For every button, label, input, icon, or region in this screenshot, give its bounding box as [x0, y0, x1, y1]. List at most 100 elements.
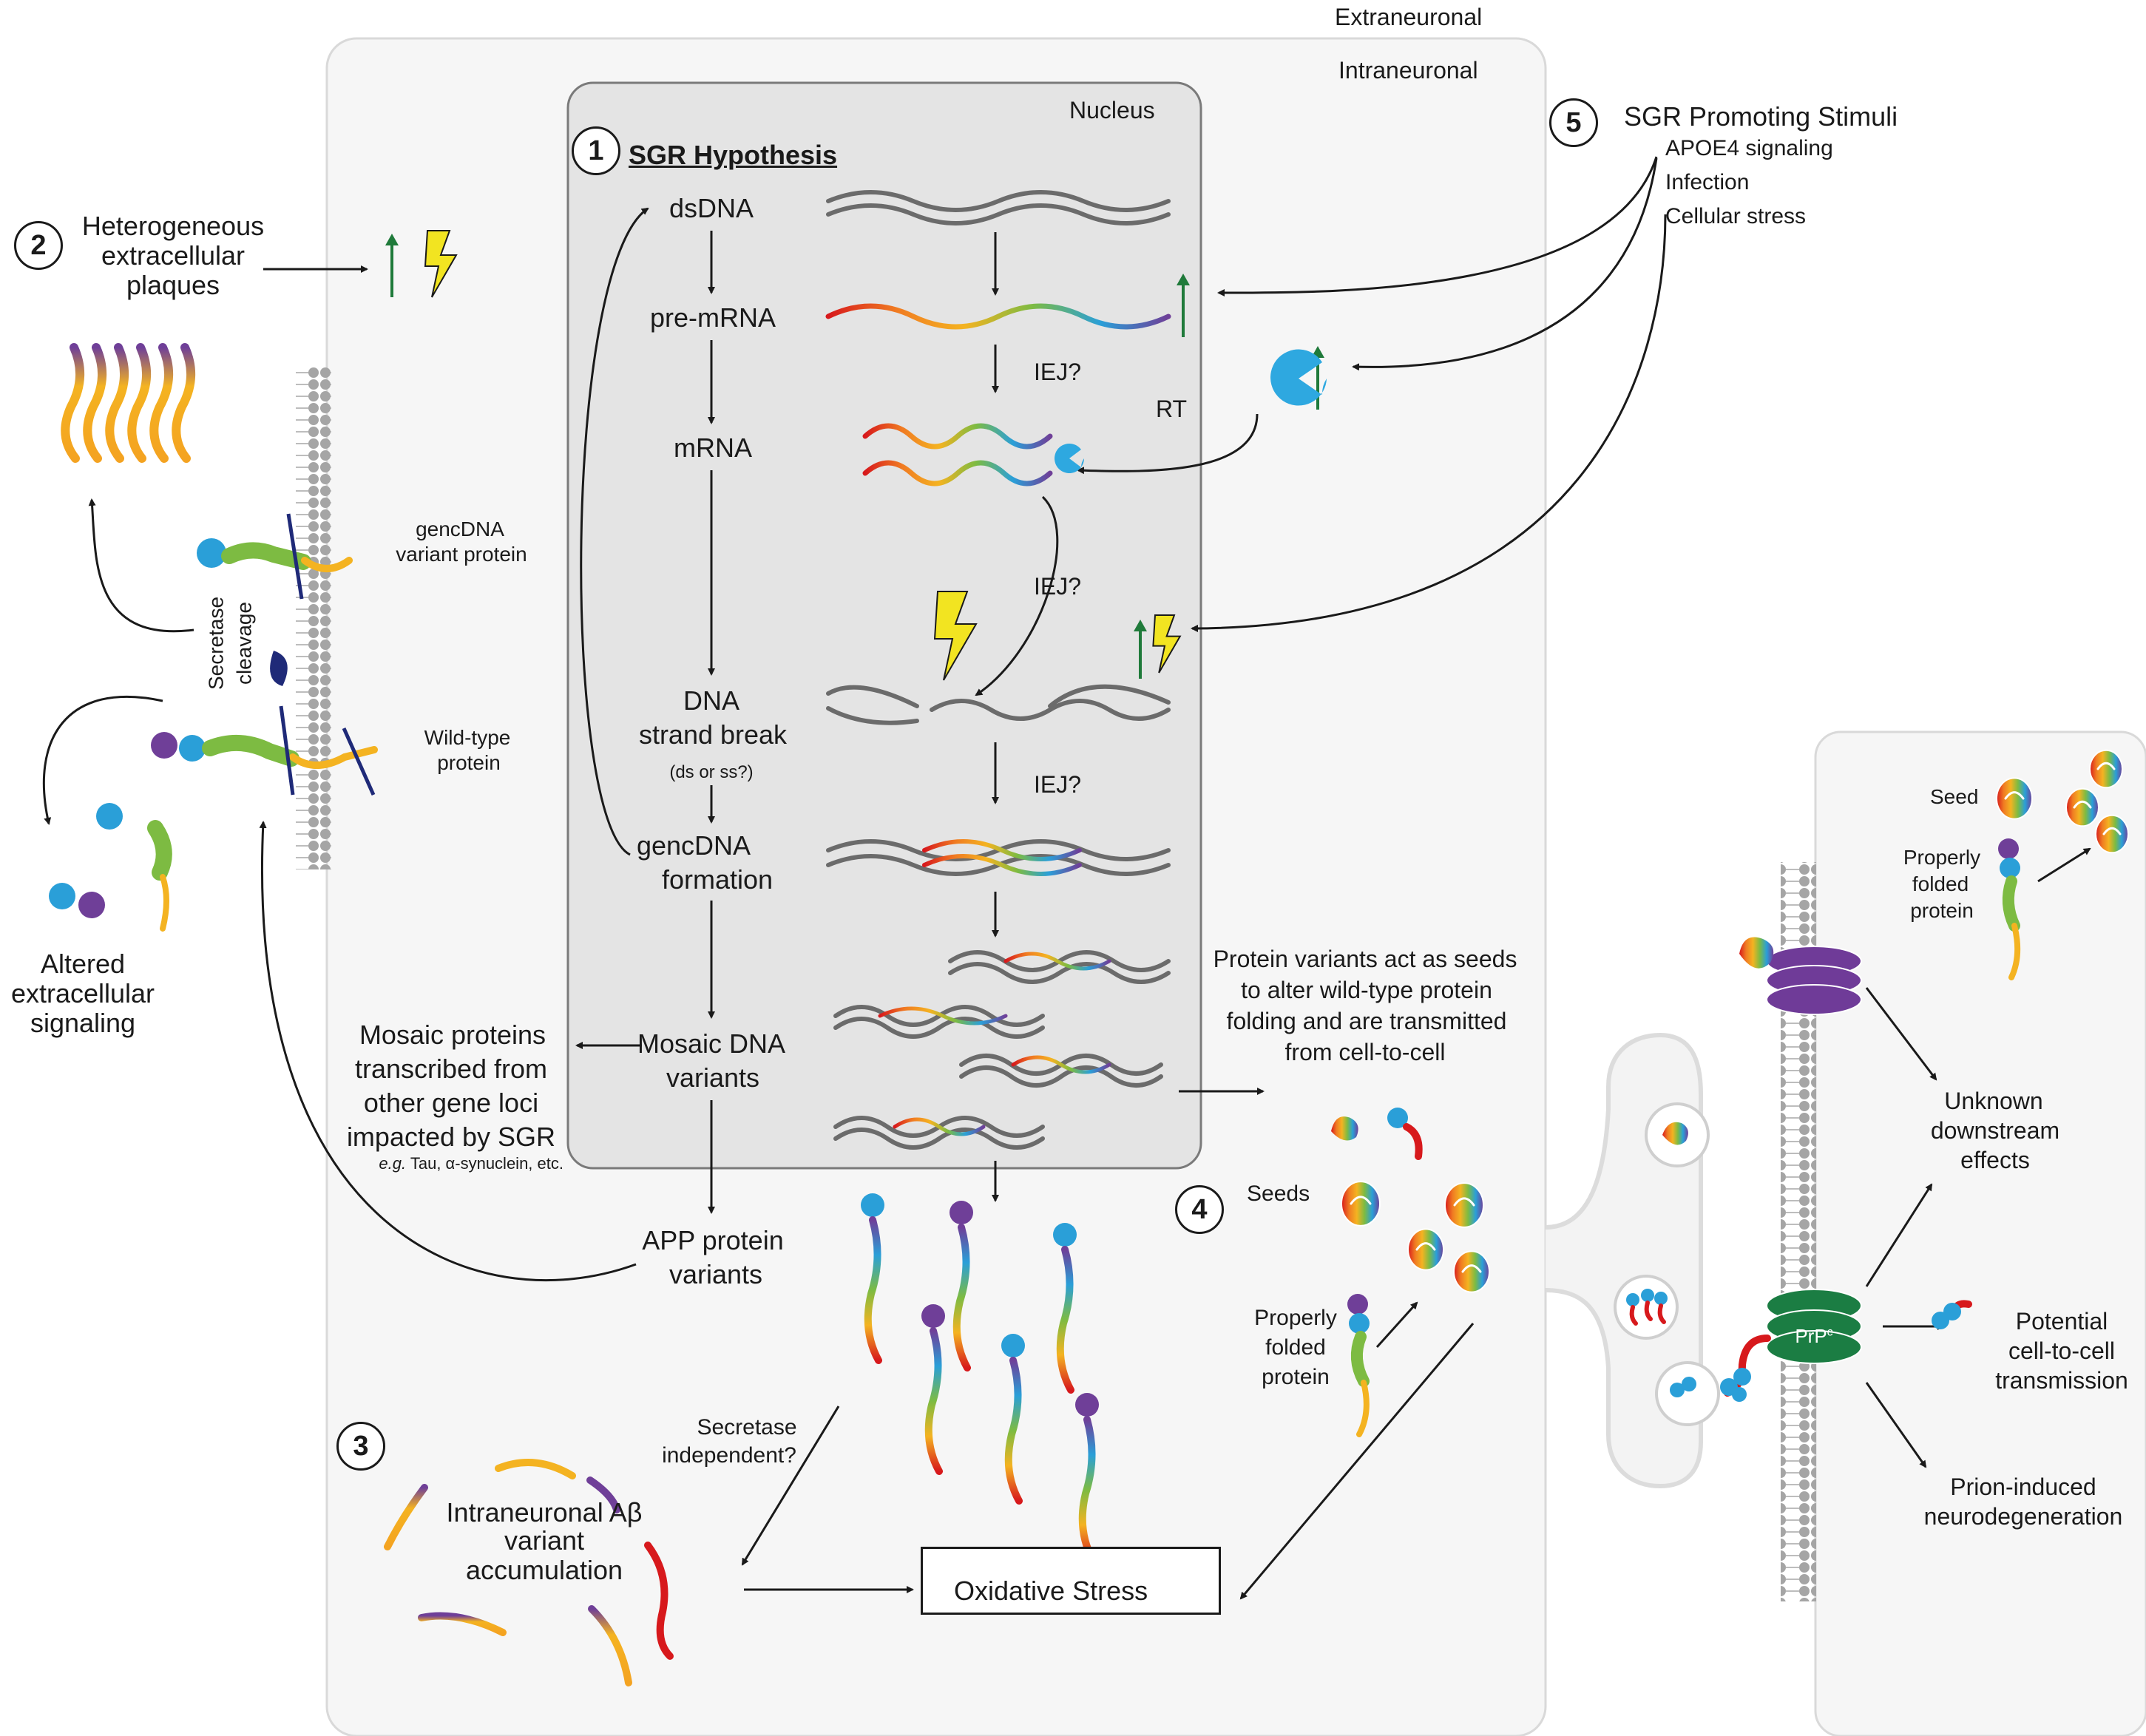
- mrna-label: mRNA: [674, 433, 752, 463]
- arrow-to-unknown: [1865, 987, 1937, 1081]
- wildtype-line-1: Wild-type: [424, 726, 511, 749]
- reverse-transcriptase-icon: [1055, 349, 1327, 474]
- oxidative-stress-box: [921, 1547, 1221, 1615]
- properly-folded-line-1: Properly: [1254, 1306, 1337, 1330]
- seeds-label: Seeds: [1247, 1181, 1310, 1206]
- app-variant: [1078, 1416, 1097, 1564]
- premrna-label: pre-mRNA: [649, 302, 776, 333]
- gencdna-variant-protein: [301, 557, 353, 572]
- app-variant: [1004, 1357, 1023, 1505]
- plaque-fibril: [127, 343, 151, 463]
- protein: [160, 874, 169, 932]
- abeta-line-1: Intraneuronal Aβ: [446, 1497, 643, 1528]
- increase-arrow: [1177, 274, 1190, 285]
- prpc-label: PrPc: [1771, 1325, 1857, 1348]
- properly-folded-line-3: protein: [1262, 1365, 1330, 1389]
- stimulus-infection: Infection: [1665, 170, 1750, 194]
- secretase-independent-line-2: independent?: [662, 1443, 796, 1468]
- seed-in-vesicle: [1662, 1122, 1688, 1145]
- oxidative-stress-label: Oxidative Stress: [954, 1576, 1148, 1606]
- protein-domain: [950, 1201, 973, 1224]
- stimuli-title: SGR Promoting Stimuli: [1624, 101, 1898, 132]
- secretase-independent-line-1: Secretase: [697, 1415, 797, 1440]
- rp-properly-folded-line-3: protein: [1910, 899, 1974, 922]
- seed: [2096, 762, 2116, 770]
- protein-domain: [1387, 1108, 1408, 1128]
- stimulus-apoe4: APOE4 signaling: [1665, 136, 1833, 160]
- protein-variants-line-3: folding and are transmitted: [1226, 1008, 1507, 1034]
- abeta-line-2: variant: [504, 1525, 585, 1556]
- sgr-hypothesis-title: SGR Hypothesis: [629, 140, 838, 170]
- mosaic-proteins-line-4: impacted by SGR: [346, 1122, 556, 1152]
- lightning-bolt-icon: [424, 230, 458, 298]
- plaque-fibril: [105, 343, 129, 463]
- unknown-line-2: downstream: [1930, 1117, 2060, 1144]
- abeta-variant: [384, 1484, 428, 1550]
- arrow-secretase-independent: [741, 1406, 840, 1566]
- seed-fragment: [1331, 1116, 1358, 1141]
- properly-folded-line-2: folded: [1265, 1335, 1326, 1360]
- folded-protein: [1356, 1380, 1370, 1437]
- seed: [2065, 787, 2099, 827]
- arrow-seeds-oxidative: [1239, 1323, 1475, 1600]
- neighbour-cell: [1814, 730, 2146, 1736]
- membrane-receptor: [1739, 937, 1862, 1015]
- potential-line-2: cell-to-cell: [2008, 1337, 2116, 1364]
- abeta-variant: [586, 1476, 620, 1513]
- arrow-secretase-plaques: [88, 498, 194, 633]
- protein-domain: [921, 1304, 945, 1328]
- mosaic-insert: [1011, 1055, 1111, 1074]
- plaque-fibril: [83, 343, 106, 463]
- protein-domain: [1347, 1294, 1368, 1315]
- arrow-app-to-membrane: [259, 821, 637, 1282]
- wildtype-protein: [289, 746, 378, 769]
- arrow-prpc-to-unknown: [1865, 1183, 1933, 1287]
- arrow-infection: [1352, 157, 1658, 371]
- wildtype-protein: [202, 734, 299, 767]
- step-number-5: 5: [1549, 98, 1598, 147]
- abeta-variant: [495, 1459, 576, 1479]
- nucleus-label: Nucleus: [1069, 97, 1155, 123]
- mosaic-dna: [948, 962, 1171, 984]
- plaques-line-3: plaques: [126, 270, 220, 300]
- arrow-folded-to-seed: [1375, 1301, 1418, 1349]
- gencdna-variant-line-1: gencDNA: [416, 518, 504, 540]
- protein-domain: [2000, 858, 2020, 878]
- protein-domain: [861, 1193, 884, 1217]
- arrow-rp-folded-to-seed: [2037, 847, 2091, 883]
- mosaic-proteins-line-2: transcribed from: [354, 1054, 548, 1084]
- folded-protein: [2008, 923, 2021, 980]
- mrna-strand: [862, 460, 1053, 486]
- secretase-cleavage-line-2: cleavage: [232, 601, 256, 685]
- mosaic-proteins-examples: e.g. Tau, α-synuclein, etc.: [379, 1154, 563, 1173]
- protein-variants-line-4: from cell-to-cell: [1284, 1039, 1446, 1065]
- arrow-altered-signaling: [42, 696, 163, 825]
- protein: [147, 820, 172, 881]
- rt-label: RT: [1156, 396, 1188, 422]
- app-variants-label-2: variants: [668, 1259, 763, 1289]
- protein-domain: [78, 892, 105, 918]
- seed: [1350, 1196, 1372, 1205]
- gencdna-insert: [922, 854, 1082, 876]
- app-variant: [924, 1327, 943, 1475]
- rp-properly-folded-line-1: Properly: [1903, 846, 1981, 869]
- rp-properly-folded-line-2: folded: [1912, 872, 1969, 895]
- app-variant: [864, 1216, 882, 1364]
- abeta-variant: [418, 1612, 507, 1636]
- protein-domain: [197, 538, 226, 568]
- protein-domain: [1053, 1223, 1077, 1247]
- protein-variants-line-1: Protein variants act as seeds: [1213, 946, 1517, 972]
- app-variant: [952, 1224, 971, 1371]
- arrow-to-prion: [1865, 1382, 1927, 1468]
- examples-eg: e.g.: [379, 1154, 407, 1173]
- arrow-apoe4: [1217, 156, 1658, 297]
- step-number-3: 3: [336, 1422, 385, 1471]
- dsdna-strand: [826, 190, 1171, 212]
- prpc-receptor: [1720, 1289, 1862, 1402]
- increase-arrow: [385, 234, 399, 245]
- unknown-line-3: effects: [1960, 1147, 2030, 1173]
- mosaic-insert: [878, 1006, 1008, 1025]
- mrna-strand: [862, 423, 1053, 450]
- mosaic-dna: [833, 1128, 1045, 1150]
- seed: [2095, 814, 2129, 854]
